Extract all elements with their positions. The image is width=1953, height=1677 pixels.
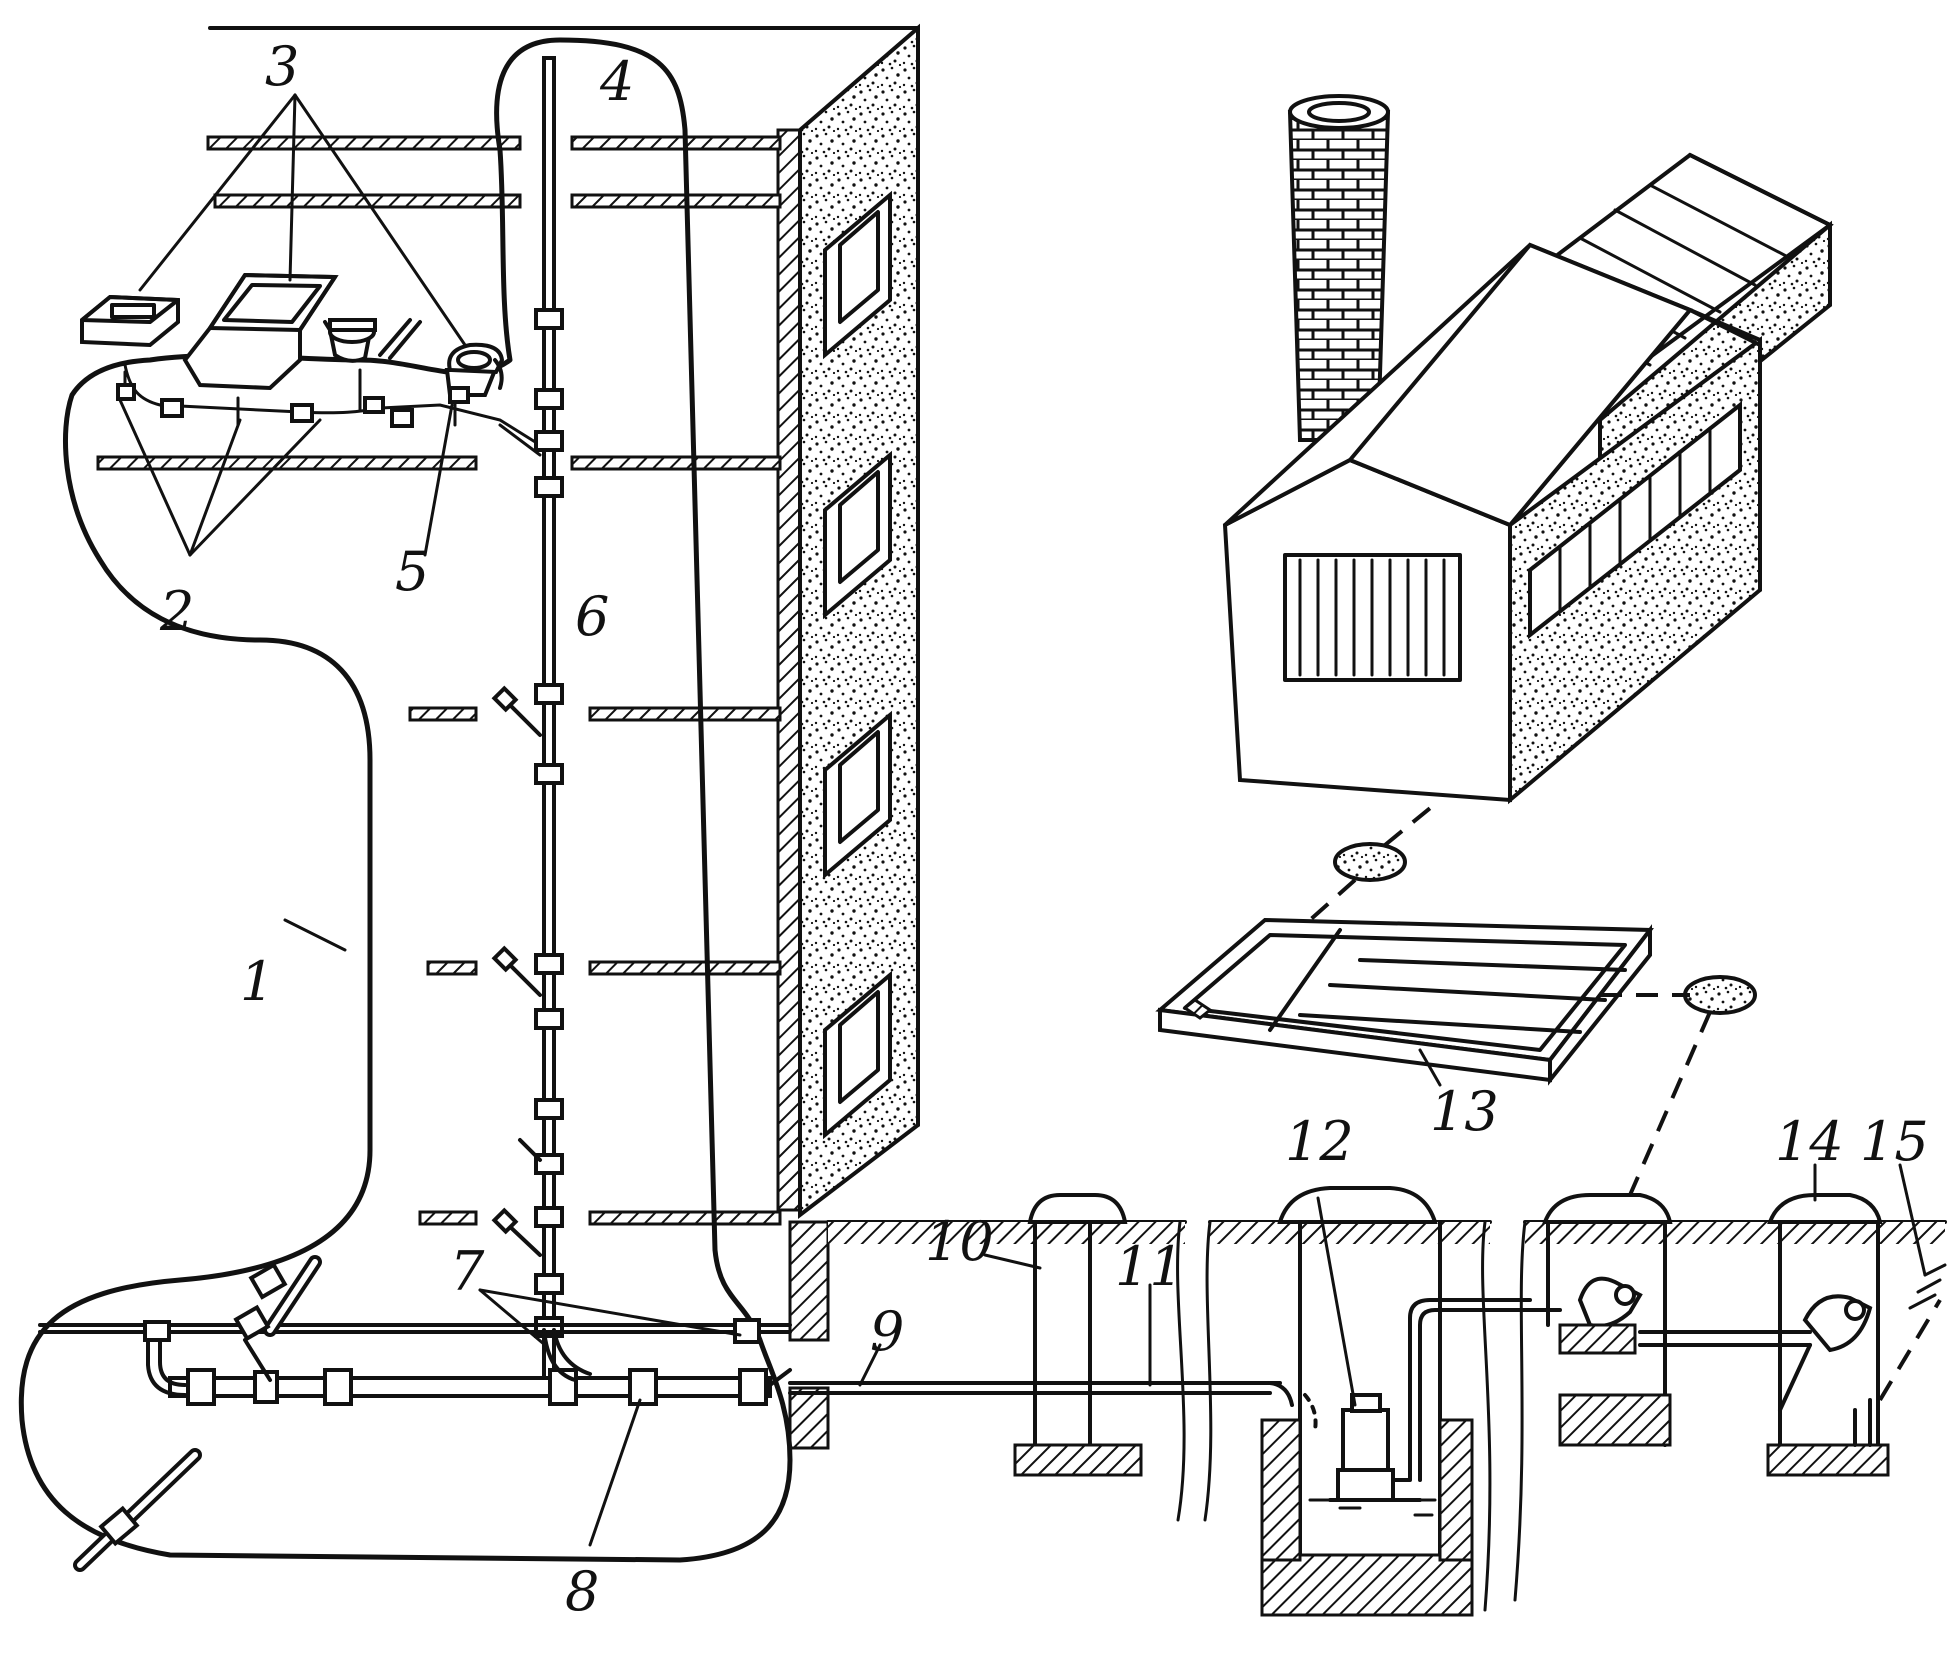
ground-surface — [826, 1220, 1947, 1612]
treatment-tanks — [1542, 1193, 1947, 1477]
label-10: 10 — [925, 1210, 994, 1273]
connecting-dashed-lines — [1308, 798, 1757, 1196]
factory-front-window — [1298, 558, 1446, 677]
front-wall — [776, 128, 802, 1212]
residential-building — [96, 23, 920, 1450]
sink — [323, 318, 377, 363]
pump-unit — [1328, 1393, 1422, 1502]
label-1: 1 — [240, 950, 274, 1013]
label-11: 11 — [1115, 1235, 1184, 1298]
label-3: 3 — [265, 35, 299, 98]
foundation-footing — [788, 1386, 830, 1450]
manhole-base — [1013, 1443, 1143, 1477]
label-15: 15 — [1860, 1110, 1929, 1173]
label-14: 14 — [1775, 1110, 1844, 1173]
label-5: 5 — [395, 540, 429, 603]
fixture-trap — [448, 386, 470, 404]
label-9: 9 — [870, 1300, 904, 1363]
outfall-line — [1878, 1298, 1942, 1402]
inspection-manhole — [1013, 1193, 1143, 1477]
leader-lines — [118, 93, 1927, 1547]
wet-well-bottom — [1260, 1553, 1474, 1617]
building-windows — [823, 190, 892, 1140]
outlet-pipe — [168, 1376, 772, 1398]
label-12: 12 — [1285, 1110, 1354, 1173]
label-13: 13 — [1430, 1080, 1499, 1143]
pumping-station — [1260, 1186, 1562, 1617]
settling-tank — [1155, 917, 1654, 1086]
foundation-wall — [788, 1220, 830, 1342]
label-7: 7 — [450, 1240, 485, 1303]
label-8: 8 — [565, 1560, 599, 1623]
factory-side-window — [1558, 426, 1712, 614]
factory-front-face — [1222, 457, 1512, 803]
cleanout — [733, 1318, 761, 1344]
branch-drain-pipes — [116, 363, 542, 457]
tap-icon — [378, 318, 412, 357]
floor-branch-tees — [491, 685, 542, 1257]
floor-slabs — [96, 135, 782, 1226]
riser-pipe — [542, 56, 556, 1380]
label-2: 2 — [159, 580, 194, 643]
collector-joints — [98, 1262, 768, 1547]
basement-collector — [38, 1255, 792, 1572]
chimney — [1287, 94, 1391, 442]
callout-labels: 1 2 3 4 5 6 7 8 9 10 11 12 13 14 15 — [159, 35, 1929, 1623]
yard-sewer-line — [788, 1381, 1318, 1432]
bathtub — [182, 272, 339, 391]
sanitary-fixtures — [80, 272, 505, 397]
label-6: 6 — [575, 585, 609, 648]
label-4: 4 — [599, 50, 634, 113]
industrial-building — [1222, 94, 1834, 805]
